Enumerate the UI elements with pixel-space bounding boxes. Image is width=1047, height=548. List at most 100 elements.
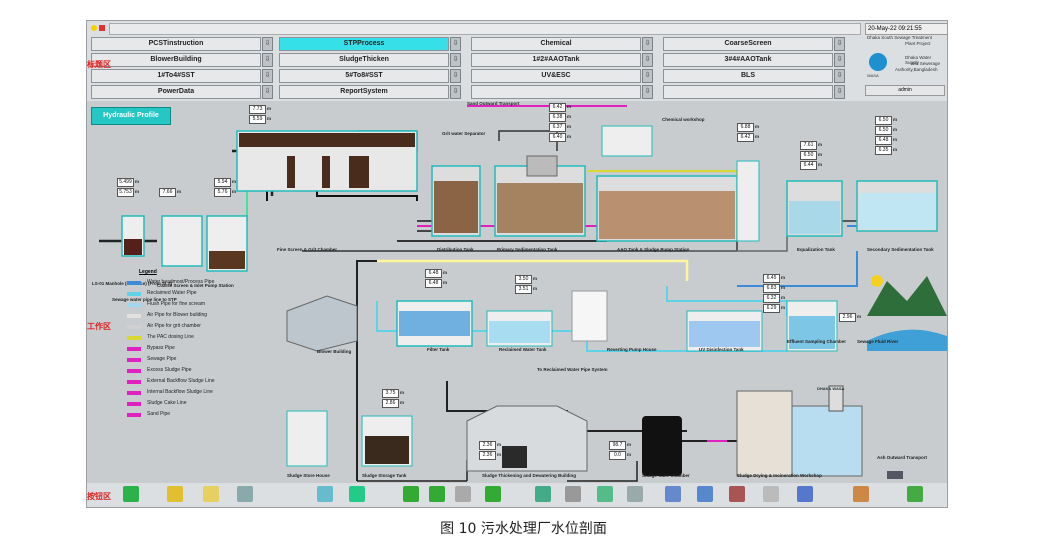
process-unit-label: Chemical workshop bbox=[662, 117, 705, 122]
nav-button[interactable]: 1#To4#SST bbox=[91, 69, 261, 83]
unit-label: m bbox=[627, 442, 632, 447]
nav-arrow-icon[interactable]: ⇩ bbox=[642, 53, 653, 67]
unit-label: m bbox=[443, 280, 448, 285]
water-level-readout: 5.94 bbox=[214, 178, 231, 187]
water-level-readout: 6.37 bbox=[549, 123, 566, 132]
sync-icon[interactable] bbox=[535, 486, 551, 502]
nav-button[interactable]: UV&ESC bbox=[471, 69, 641, 83]
process-unit-label: Sludge Store House bbox=[287, 473, 330, 478]
arrow-right-icon[interactable] bbox=[485, 486, 501, 502]
unit-label: m bbox=[893, 147, 898, 152]
arrow-down-icon[interactable] bbox=[455, 486, 471, 502]
nav-arrow-icon[interactable]: ⇩ bbox=[262, 85, 273, 99]
save-icon[interactable] bbox=[665, 486, 681, 502]
legend-swatch bbox=[127, 347, 141, 351]
nav-arrow-icon[interactable]: ⇩ bbox=[450, 85, 461, 99]
legend-item: Sewage Pipe bbox=[147, 356, 177, 362]
search-icon[interactable] bbox=[797, 486, 813, 502]
export-icon[interactable] bbox=[729, 486, 745, 502]
refresh-icon[interactable] bbox=[349, 486, 365, 502]
water-level-readout: 6.48 bbox=[425, 279, 442, 288]
document-icon[interactable] bbox=[237, 486, 253, 502]
legend-swatch bbox=[127, 303, 141, 307]
water-level-readout: 6.50 bbox=[800, 151, 817, 160]
process-unit-label: Sludge Drying & Incineration Workshop bbox=[737, 473, 822, 478]
nav-arrow-icon[interactable]: ⇩ bbox=[642, 85, 653, 99]
water-level-readout: 6.29 bbox=[763, 304, 780, 313]
water-level-readout: 7.66 bbox=[159, 188, 176, 197]
water-level-readout: 2.86 bbox=[382, 399, 399, 408]
org-line: Authority,Bangladesh bbox=[895, 67, 938, 72]
printer-icon[interactable] bbox=[763, 486, 779, 502]
print-icon[interactable] bbox=[697, 486, 713, 502]
water-level-readout: 3.50 bbox=[515, 275, 532, 284]
alarm-icon[interactable] bbox=[91, 25, 97, 31]
nav-arrow-icon[interactable]: ⇩ bbox=[834, 85, 845, 99]
nav-button[interactable]: 5#To8#SST bbox=[279, 69, 449, 83]
unit-label: m bbox=[818, 142, 823, 147]
nav-button[interactable]: 3#4#AAOTank bbox=[663, 53, 833, 67]
nav-button[interactable]: PCSTinstruction bbox=[91, 37, 261, 51]
nav-arrow-icon[interactable]: ⇩ bbox=[834, 37, 845, 51]
nav-button[interactable] bbox=[663, 85, 833, 99]
scada-window: PCSTinstruction⇩STPProcess⇩Chemical⇩Coar… bbox=[86, 20, 948, 508]
nav-button[interactable]: ReportSystem bbox=[279, 85, 449, 99]
nav-button[interactable]: PowerData bbox=[91, 85, 261, 99]
unit-label: m bbox=[567, 114, 572, 119]
user-field[interactable]: admin bbox=[865, 85, 945, 96]
screen-icon[interactable] bbox=[627, 486, 643, 502]
nav-arrow-icon[interactable]: ⇩ bbox=[642, 69, 653, 83]
nav-arrow-icon[interactable]: ⇩ bbox=[450, 53, 461, 67]
unit-label: m bbox=[135, 189, 140, 194]
process-unit-label: Coarse Screen & Inlet Pump Station bbox=[157, 283, 234, 288]
nav-button[interactable]: Chemical bbox=[471, 37, 641, 51]
nav-button[interactable]: BLS bbox=[663, 69, 833, 83]
arrow-left-icon[interactable] bbox=[403, 486, 419, 502]
report-icon[interactable] bbox=[317, 486, 333, 502]
arrow-up-icon[interactable] bbox=[429, 486, 445, 502]
nav-button[interactable]: 1#2#AAOTank bbox=[471, 53, 641, 67]
water-level-readout: 5.499 bbox=[117, 178, 134, 187]
tools-icon[interactable] bbox=[167, 486, 183, 502]
process-unit-label: Blower Building bbox=[317, 349, 352, 354]
process-unit-label: Primary Sedimentation Tank bbox=[497, 247, 558, 252]
nav-arrow-icon[interactable]: ⇩ bbox=[262, 53, 273, 67]
nav-button[interactable] bbox=[471, 85, 641, 99]
settings-icon[interactable] bbox=[565, 486, 581, 502]
building-sign: DHAKA WASA bbox=[817, 386, 845, 391]
nav-arrow-icon[interactable]: ⇩ bbox=[450, 69, 461, 83]
confirm-icon[interactable] bbox=[907, 486, 923, 502]
nav-button[interactable]: BlowerBuilding bbox=[91, 53, 261, 67]
folder-icon[interactable] bbox=[203, 486, 219, 502]
unit-label: m bbox=[781, 305, 786, 310]
nav-arrow-icon[interactable]: ⇩ bbox=[450, 37, 461, 51]
nav-arrow-icon[interactable]: ⇩ bbox=[834, 53, 845, 67]
nav-arrow-icon[interactable]: ⇩ bbox=[262, 69, 273, 83]
process-unit-label: Sludge Thickening and Dewatering Buildin… bbox=[482, 473, 577, 478]
legend-title: Legend bbox=[139, 269, 157, 275]
window-icon[interactable] bbox=[99, 25, 105, 31]
legend-item: Internal Backflow Sludge Line bbox=[147, 389, 213, 395]
process-unit-label: Sludge Cake Chamber bbox=[642, 473, 690, 478]
water-level-readout: 3.75 bbox=[382, 389, 399, 398]
unit-label: m bbox=[443, 270, 448, 275]
unit-label: m bbox=[497, 452, 502, 457]
control-area-label: 按钮区 bbox=[87, 492, 111, 501]
play-icon[interactable] bbox=[123, 486, 139, 502]
nav-button[interactable]: CoarseScreen bbox=[663, 37, 833, 51]
unit-label: m bbox=[177, 189, 182, 194]
nav-button[interactable]: SludgeThicken bbox=[279, 53, 449, 67]
back-icon[interactable] bbox=[597, 486, 613, 502]
nav-arrow-icon[interactable]: ⇩ bbox=[262, 37, 273, 51]
hydraulic-profile-button[interactable]: Hydraulic Profile bbox=[91, 107, 171, 125]
nav-button[interactable]: STPProcess bbox=[279, 37, 449, 51]
water-level-readout: 3.51 bbox=[515, 285, 532, 294]
unit-label: m bbox=[533, 276, 538, 281]
process-unit-label: Ash Outward Transport bbox=[877, 455, 928, 460]
nav-arrow-icon[interactable]: ⇩ bbox=[834, 69, 845, 83]
sound-icon[interactable] bbox=[853, 486, 869, 502]
unit-label: m bbox=[497, 442, 502, 447]
legend-swatch bbox=[127, 413, 141, 417]
nav-arrow-icon[interactable]: ⇩ bbox=[642, 37, 653, 51]
org-line: Plant Project bbox=[905, 41, 931, 46]
